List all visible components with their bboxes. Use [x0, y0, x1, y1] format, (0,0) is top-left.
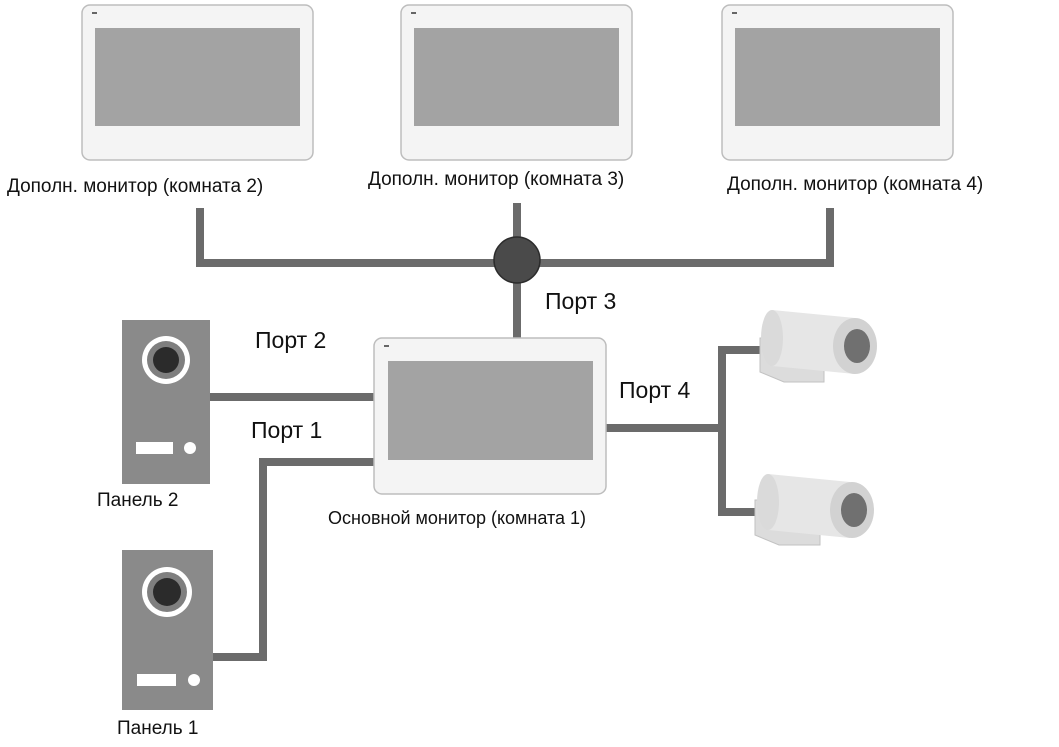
port-4-label: Порт 4 — [619, 377, 691, 403]
camera-branch-cable — [718, 346, 760, 516]
monitor-room-3 — [400, 4, 633, 161]
camera-2-lens — [841, 493, 867, 527]
monitor-main-room-1 — [373, 337, 607, 495]
main-monitor-label: Основной монитор (комната 1) — [328, 508, 587, 528]
camera-2 — [754, 474, 874, 546]
call-panel-2 — [122, 320, 210, 484]
panel-2-call-button — [184, 442, 196, 454]
port1-cable — [213, 458, 374, 661]
call-panel-1 — [122, 550, 213, 710]
monitor-room-2 — [81, 4, 314, 161]
monitor-room-4-label: Дополн. монитор (комната 4) — [727, 174, 984, 195]
panel-1-call-button — [188, 674, 200, 686]
camera-1 — [759, 310, 877, 383]
monitor-room-3-label: Дополн. монитор (комната 3) — [368, 169, 625, 190]
cable-junction — [493, 236, 541, 284]
panel-2-label: Панель 2 — [97, 490, 179, 511]
panel-1-label: Панель 1 — [117, 718, 199, 739]
port-2-label: Порт 2 — [255, 327, 327, 353]
panel-2-nameplate — [136, 442, 173, 454]
camera-1-lens — [844, 329, 870, 363]
monitor-room-2-label: Дополн. монитор (комната 2) — [7, 176, 264, 197]
port-1-label: Порт 1 — [251, 417, 323, 443]
port-3-label: Порт 3 — [545, 288, 617, 314]
panel-1-nameplate — [137, 674, 176, 686]
monitor-room-4 — [721, 4, 954, 161]
